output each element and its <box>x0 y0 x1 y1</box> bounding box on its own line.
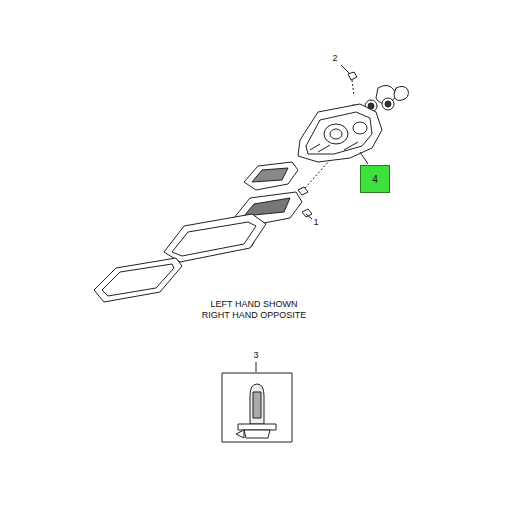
callout-number: 1 <box>313 218 318 227</box>
trim-frame <box>164 214 266 262</box>
callout-number: 4 <box>372 174 378 185</box>
leader-line <box>256 362 257 372</box>
headlamp-housing <box>298 104 382 162</box>
leader-line <box>360 152 368 164</box>
note-text: RIGHT HAND OPPOSITE <box>202 311 306 320</box>
bulb <box>236 384 276 438</box>
bezel <box>244 162 298 190</box>
callout-number: 3 <box>253 351 258 360</box>
outer-frame <box>94 258 182 302</box>
bulb-socket <box>298 187 308 195</box>
leader-line <box>341 65 349 73</box>
leader-line <box>306 214 312 219</box>
gasket <box>394 86 408 100</box>
callout-box: 4 <box>360 165 390 193</box>
screw <box>348 72 357 80</box>
rear-cap <box>382 98 394 110</box>
note-text: LEFT HAND SHOWN <box>211 300 298 309</box>
bulb-box <box>222 373 292 442</box>
bulb-socket <box>302 209 312 217</box>
callout-number: 2 <box>332 54 337 63</box>
